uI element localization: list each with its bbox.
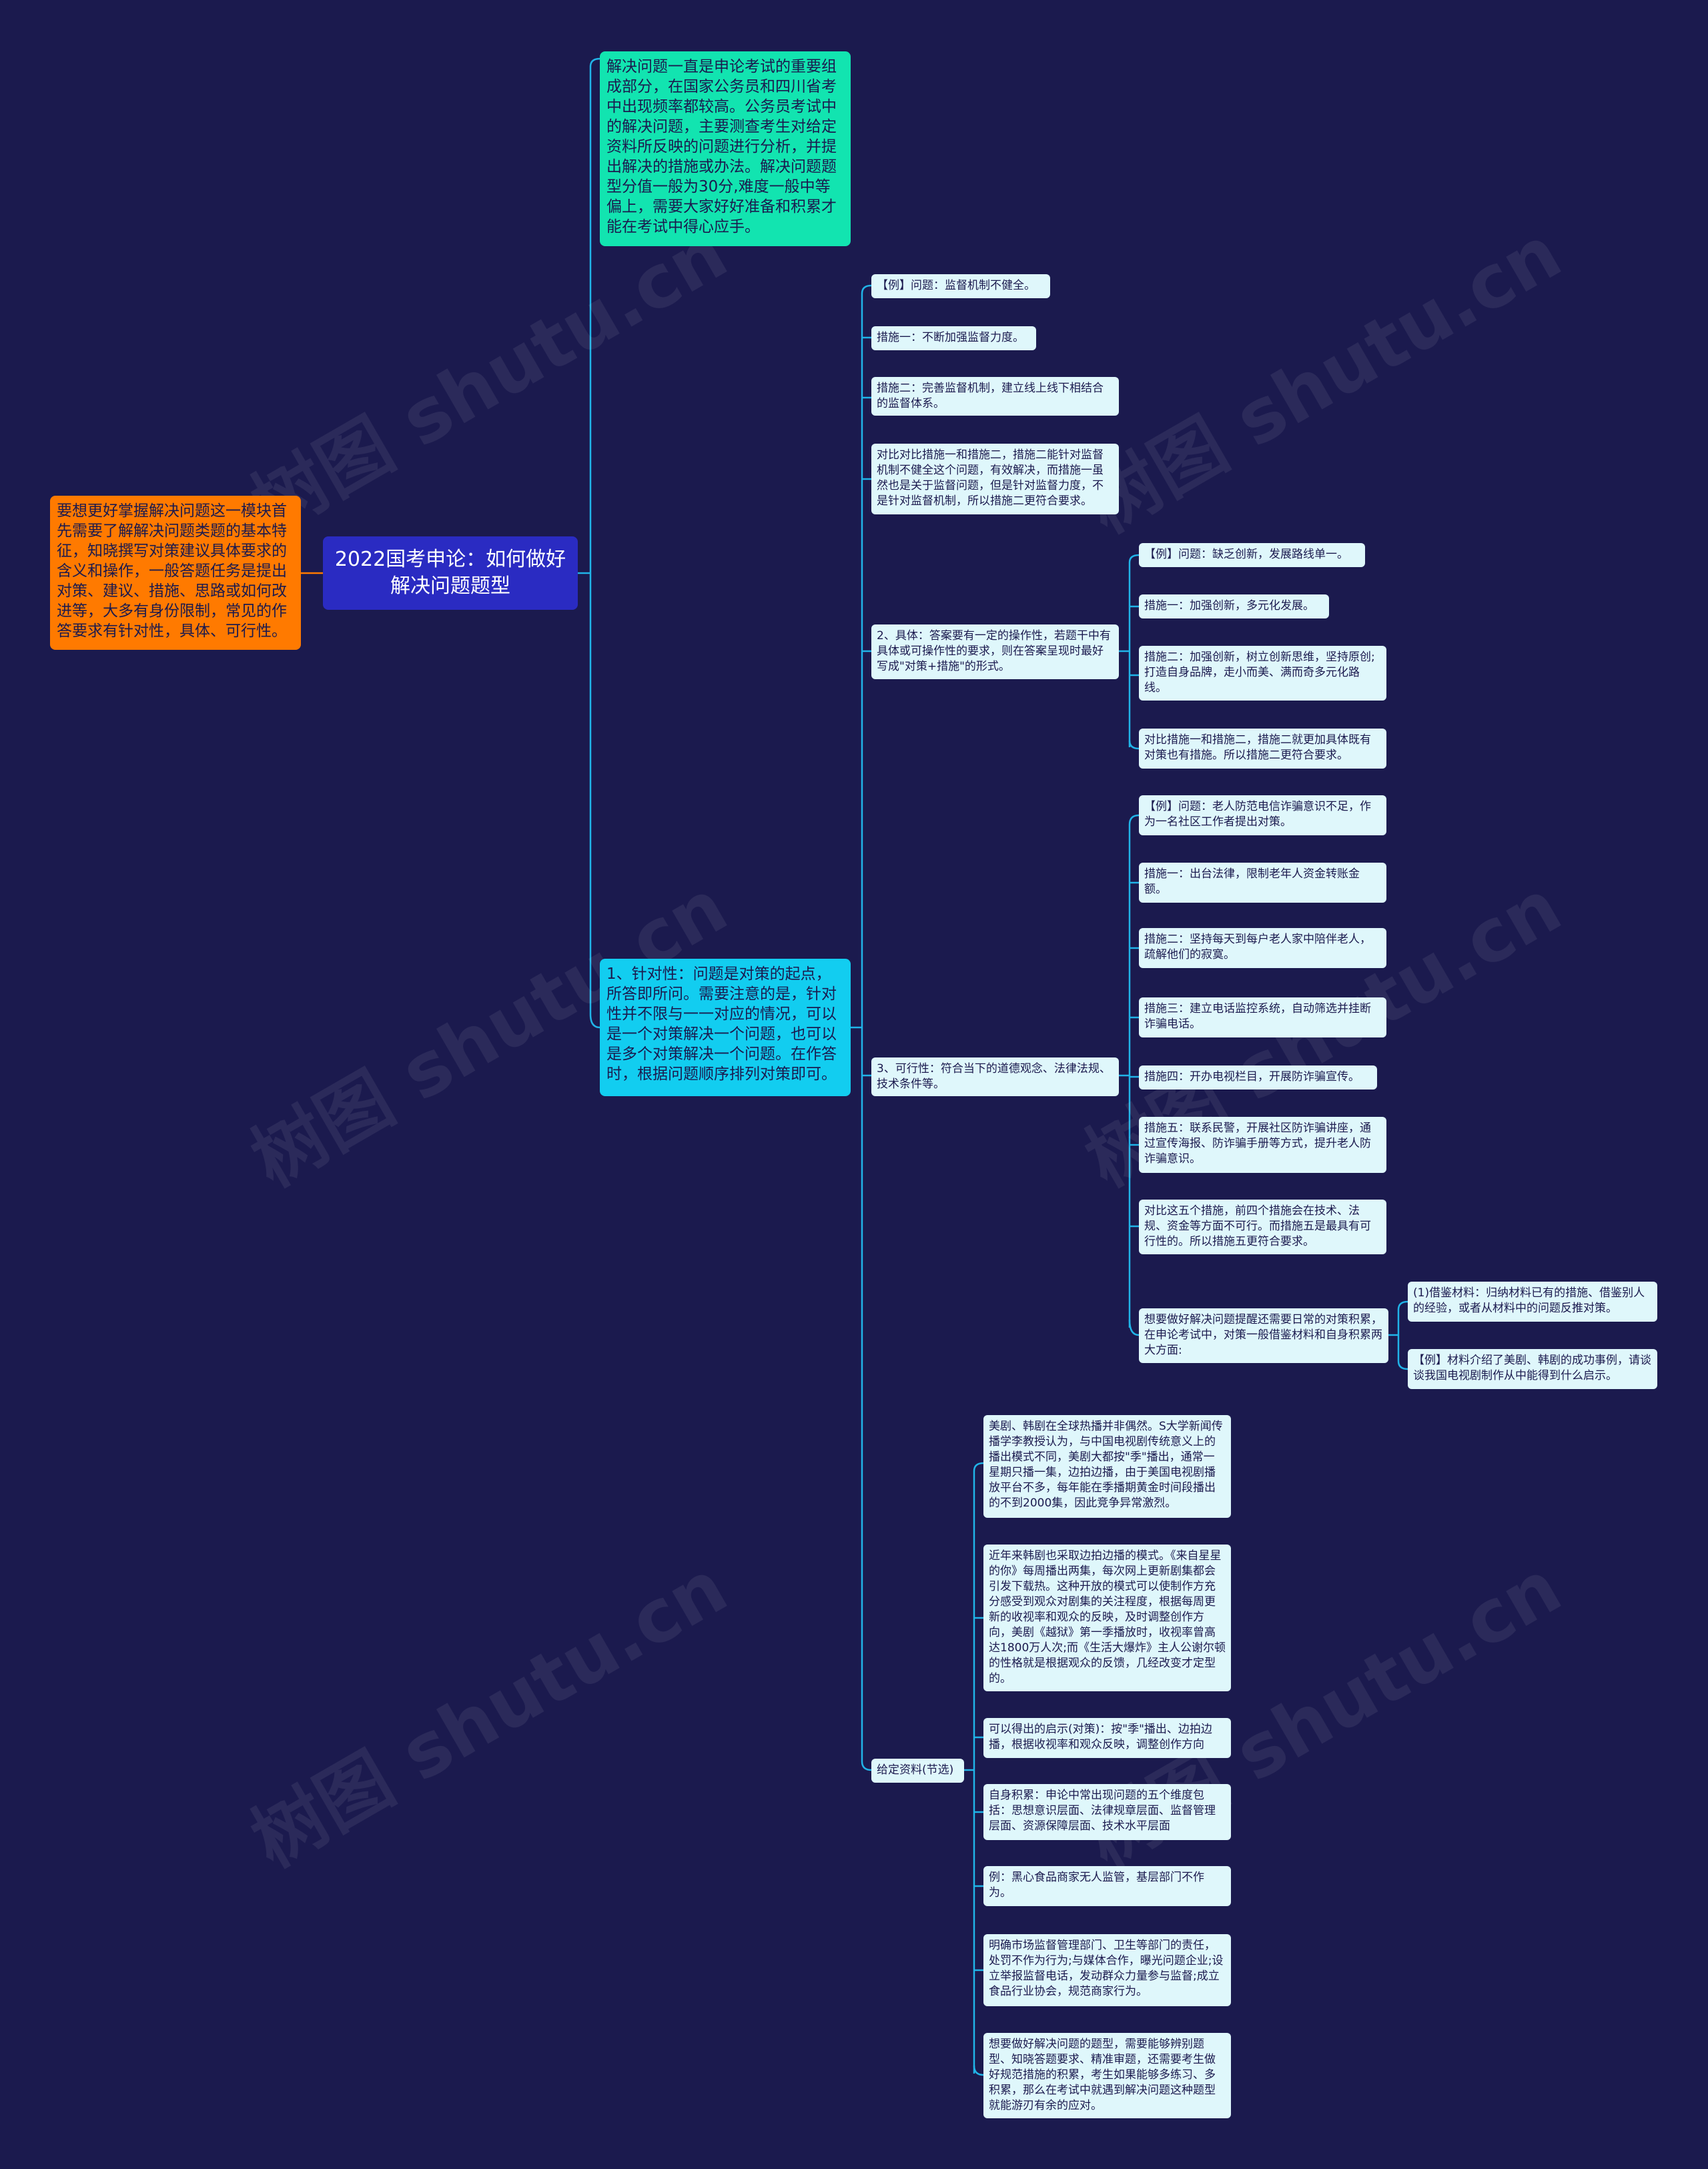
- example-drama[interactable]: 【例】材料介绍了美剧、韩剧的成功事例，请谈谈我国电视剧制作从中能得到什么启示。: [1408, 1349, 1657, 1389]
- measure-2-fraud[interactable]: 措施二：坚持每天到每户老人家中陪伴老人，疏解他们的寂寞。: [1139, 928, 1386, 968]
- example-innovation[interactable]: 【例】问题：缺乏创新，发展路线单一。: [1139, 543, 1365, 567]
- measure-4-fraud[interactable]: 措施四：开办电视栏目，开展防诈骗宣传。: [1139, 1065, 1377, 1090]
- compare-supervision[interactable]: 对比对比措施一和措施二，措施二能针对监督机制不健全这个问题，有效解决，而措施一虽…: [871, 444, 1119, 514]
- food-safety-measures[interactable]: 明确市场监督管理部门、卫生等部门的责任，处罚不作为行为;与媒体合作，曝光问题企业…: [983, 1934, 1231, 2006]
- example-supervision[interactable]: 【例】问题：监督机制不健全。: [871, 274, 1050, 298]
- inspiration-node[interactable]: 可以得出的启示(对策)：按"季"播出、边拍边播，根据收视率和观众反映，调整创作方…: [983, 1718, 1231, 1758]
- material-node[interactable]: 给定资料(节选): [871, 1759, 964, 1783]
- measure-3-fraud[interactable]: 措施三：建立电话监控系统，自动筛选并挂断诈骗电话。: [1139, 997, 1386, 1037]
- summary-node[interactable]: 想要做好解决问题的题型，需要能够辨别题型、知晓答题要求、精准审题，还需要考生做好…: [983, 2033, 1231, 2118]
- measure-2-innovation[interactable]: 措施二：加强创新，树立创新思维，坚持原创;打造自身品牌，走小而美、满而奇多元化路…: [1139, 646, 1386, 701]
- measure-5-fraud[interactable]: 措施五：联系民警，开展社区防诈骗讲座，通过宣传海报、防诈骗手册等方式，提升老人防…: [1139, 1117, 1386, 1173]
- left-note[interactable]: 要想更好掌握解决问题这一模块首先需要了解解决问题类题的基本特征，知晓撰写对策建议…: [50, 496, 301, 650]
- root-topic[interactable]: 2022国考申论：如何做好解决问题题型: [323, 536, 578, 610]
- example-food-safety[interactable]: 例：黑心食品商家无人监管，基层部门不作为。: [983, 1866, 1231, 1906]
- intro-node[interactable]: 解决问题一直是申论考试的重要组成部分，在国家公务员和四川省考中出现频率都较高。公…: [600, 51, 851, 246]
- measure-1-innovation[interactable]: 措施一：加强创新，多元化发展。: [1139, 594, 1329, 618]
- targeted-node[interactable]: 1、针对性：问题是对策的起点，所答即所问。需要注意的是，针对性并不限与一一对应的…: [600, 959, 851, 1096]
- measure-1-supervision[interactable]: 措施一：不断加强监督力度。: [871, 326, 1036, 350]
- specific-node[interactable]: 2、具体：答案要有一定的操作性，若题干中有具体或可操作性的要求，则在答案呈现时最…: [871, 624, 1119, 679]
- measure-1-fraud[interactable]: 措施一：出台法律，限制老年人资金转账金额。: [1139, 863, 1386, 903]
- measure-2-supervision[interactable]: 措施二：完善监督机制，建立线上线下相结合的监督体系。: [871, 377, 1119, 416]
- compare-fraud[interactable]: 对比这五个措施，前四个措施会在技术、法规、资金等方面不可行。而措施五是最具有可行…: [1139, 1200, 1386, 1254]
- example-elder-fraud[interactable]: 【例】问题：老人防范电信诈骗意识不足，作为一名社区工作者提出对策。: [1139, 795, 1386, 835]
- compare-innovation[interactable]: 对比措施一和措施二，措施二就更加具体既有对策也有措施。所以措施二更符合要求。: [1139, 729, 1386, 769]
- material-paragraph-2[interactable]: 近年来韩剧也采取边拍边播的模式。《来自星星的你》每周播出两集，每次网上更新剧集都…: [983, 1545, 1231, 1691]
- borrow-material-node[interactable]: (1)借鉴材料：归纳材料已有的措施、借鉴别人的经验，或者从材料中的问题反推对策。: [1408, 1282, 1657, 1322]
- material-paragraph-1[interactable]: 美剧、韩剧在全球热播并非偶然。S大学新闻传播学李教授认为，与中国电视剧传统意义上…: [983, 1415, 1231, 1518]
- accumulation-node[interactable]: 想要做好解决问题提醒还需要日常的对策积累，在申论考试中，对策一般借鉴材料和自身积…: [1139, 1308, 1388, 1363]
- feasible-node[interactable]: 3、可行性：符合当下的道德观念、法律法规、技术条件等。: [871, 1057, 1119, 1096]
- self-accumulation-node[interactable]: 自身积累：申论中常出现问题的五个维度包括：思想意识层面、法律规章层面、监督管理层…: [983, 1784, 1231, 1840]
- root-topic-label: 2022国考申论：如何做好解决问题题型: [334, 548, 566, 598]
